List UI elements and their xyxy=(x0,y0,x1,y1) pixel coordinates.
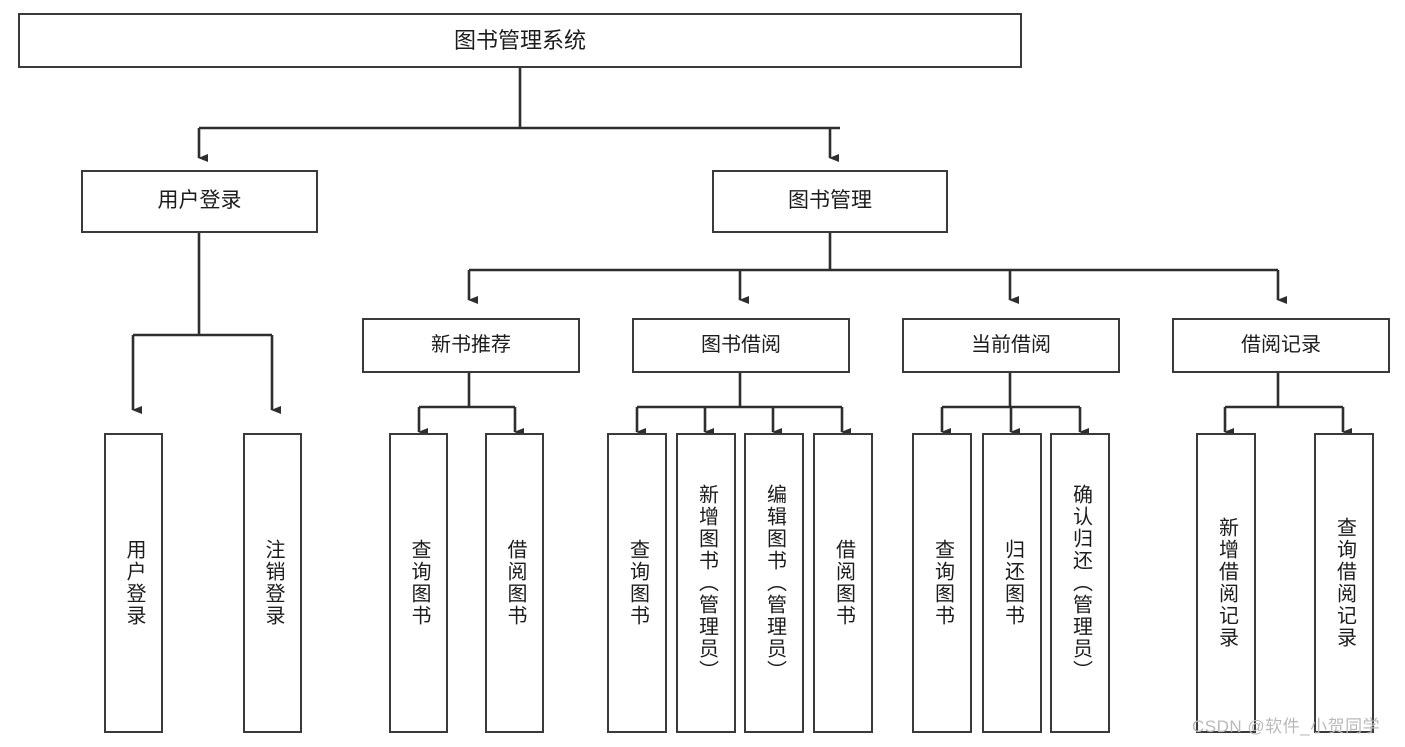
node-label: 确认归还（管理员） xyxy=(1069,484,1092,682)
node-book-borrow[interactable]: 图书借阅 xyxy=(632,318,850,373)
node-book-management[interactable]: 图书管理 xyxy=(712,170,948,233)
node-label: 借阅图书 xyxy=(504,539,526,627)
node-root-book-management-system[interactable]: 图书管理系统 xyxy=(18,13,1022,68)
node-label: 新增图书（管理员） xyxy=(695,484,718,682)
watermark-text: CSDN @软件_小贺同学 xyxy=(1192,717,1381,736)
leaf-borrow-record-query[interactable]: 查询借阅记录 xyxy=(1314,433,1374,733)
leaf-book-borrow-borrow[interactable]: 借阅图书 xyxy=(813,433,873,733)
leaf-user-login-login[interactable]: 用户登录 xyxy=(104,433,163,733)
node-current-borrow[interactable]: 当前借阅 xyxy=(902,318,1120,373)
leaf-current-borrow-return[interactable]: 归还图书 xyxy=(982,433,1042,733)
node-borrow-record[interactable]: 借阅记录 xyxy=(1172,318,1390,373)
node-label: 查询借阅记录 xyxy=(1333,517,1356,649)
node-label: 注销登录 xyxy=(262,539,284,627)
leaf-new-book-query[interactable]: 查询图书 xyxy=(389,433,448,733)
leaf-new-book-borrow[interactable]: 借阅图书 xyxy=(485,433,544,733)
node-label: 编辑图书（管理员） xyxy=(763,484,786,682)
leaf-book-borrow-edit[interactable]: 编辑图书（管理员） xyxy=(744,433,804,733)
node-label: 借阅图书 xyxy=(832,539,855,627)
leaf-book-borrow-query[interactable]: 查询图书 xyxy=(607,433,667,733)
node-label: 图书管理 xyxy=(788,189,872,213)
node-label: 借阅记录 xyxy=(1241,333,1321,356)
leaf-current-borrow-query[interactable]: 查询图书 xyxy=(912,433,972,733)
node-user-login[interactable]: 用户登录 xyxy=(81,170,318,233)
node-label: 查询图书 xyxy=(626,539,649,627)
node-label: 当前借阅 xyxy=(971,333,1051,356)
node-label: 归还图书 xyxy=(1001,539,1024,627)
leaf-book-borrow-add[interactable]: 新增图书（管理员） xyxy=(676,433,736,733)
node-label: 查询图书 xyxy=(931,539,954,627)
node-label: 新书推荐 xyxy=(431,333,511,356)
node-label: 新增借阅记录 xyxy=(1215,517,1238,649)
leaf-user-login-logout[interactable]: 注销登录 xyxy=(243,433,302,733)
leaf-current-borrow-confirm-return[interactable]: 确认归还（管理员） xyxy=(1050,433,1110,733)
node-label: 用户登录 xyxy=(123,539,145,627)
node-label: 用户登录 xyxy=(157,189,242,213)
node-label: 图书管理系统 xyxy=(453,27,586,53)
node-label: 图书借阅 xyxy=(701,333,781,356)
node-label: 查询图书 xyxy=(408,539,430,627)
node-new-book-recommend[interactable]: 新书推荐 xyxy=(362,318,580,373)
leaf-borrow-record-add[interactable]: 新增借阅记录 xyxy=(1196,433,1256,733)
